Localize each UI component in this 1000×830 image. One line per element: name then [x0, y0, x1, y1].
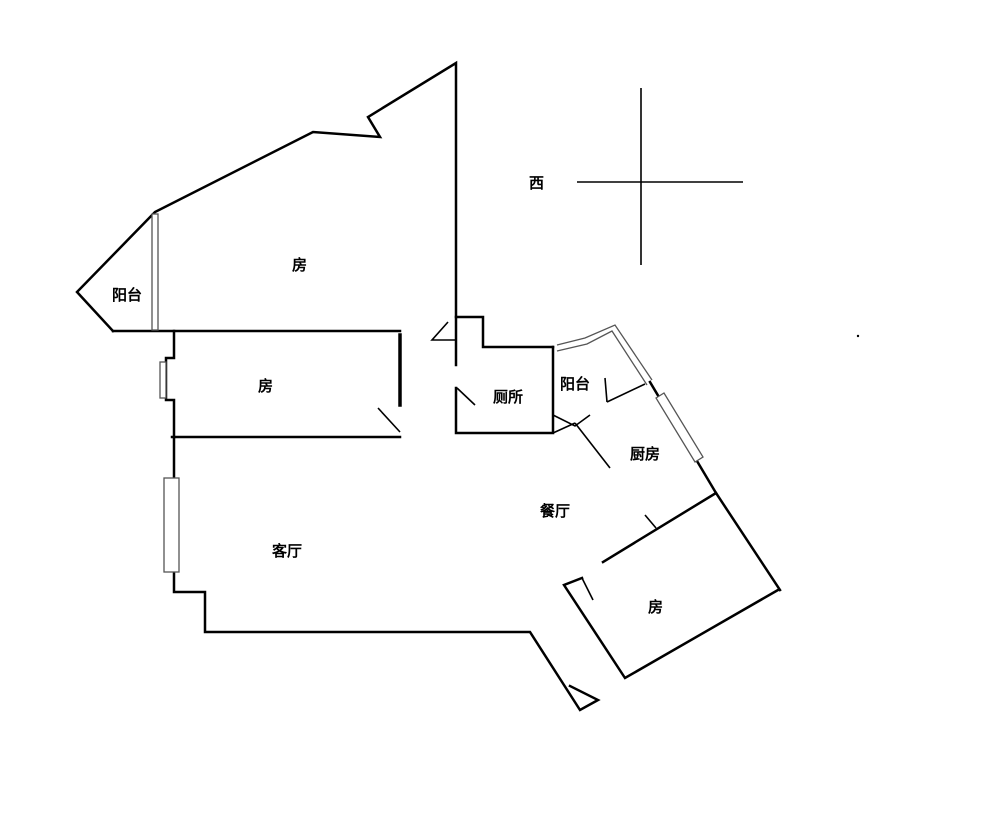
kitchen-partition — [574, 422, 611, 469]
top-bedroom-outer-wall — [75, 60, 555, 349]
bedroom-right-top-wall — [601, 491, 718, 564]
kitchen-door — [552, 414, 591, 427]
room-labels: 房 阳台 房 厕所 阳台 厨房 餐厅 客厅 房 — [112, 256, 663, 616]
compass-direction-label: 西 — [529, 174, 544, 192]
compass: 西 — [529, 88, 860, 338]
label-bedroom-top: 房 — [292, 256, 307, 274]
label-living: 客厅 — [271, 542, 302, 560]
walls — [75, 60, 782, 712]
wall-stub — [644, 514, 657, 529]
label-toilet: 厕所 — [493, 388, 523, 406]
label-bedroom-middle: 房 — [258, 377, 273, 395]
middle-bedroom-door — [377, 407, 401, 433]
living-window — [163, 477, 180, 573]
stray-dot — [856, 334, 860, 338]
toilet-walls — [454, 345, 555, 435]
middle-bedroom-left-wall — [164, 329, 176, 439]
kitchen-door-swing — [552, 422, 576, 434]
windows — [151, 213, 704, 573]
label-bedroom-bottom-right: 房 — [648, 598, 663, 616]
kitchen-balcony-wall — [606, 383, 646, 403]
label-dining: 餐厅 — [540, 502, 570, 520]
label-balcony-left: 阳台 — [112, 286, 142, 304]
entry-door — [430, 321, 456, 341]
middle-bedroom-window — [159, 361, 167, 399]
bedroom-right-walls — [562, 576, 780, 680]
right-balcony-window — [556, 324, 653, 381]
living-outer-wall — [172, 435, 601, 712]
label-balcony-right: 阳台 — [560, 375, 590, 393]
balcony-door-stub — [604, 377, 608, 403]
label-kitchen: 厨房 — [630, 445, 660, 463]
bedroom-right-door — [581, 577, 594, 601]
kitchen-window — [655, 392, 704, 463]
left-balcony-window — [151, 213, 159, 331]
right-balcony-window-inner — [556, 330, 648, 386]
toilet-door — [456, 387, 476, 406]
